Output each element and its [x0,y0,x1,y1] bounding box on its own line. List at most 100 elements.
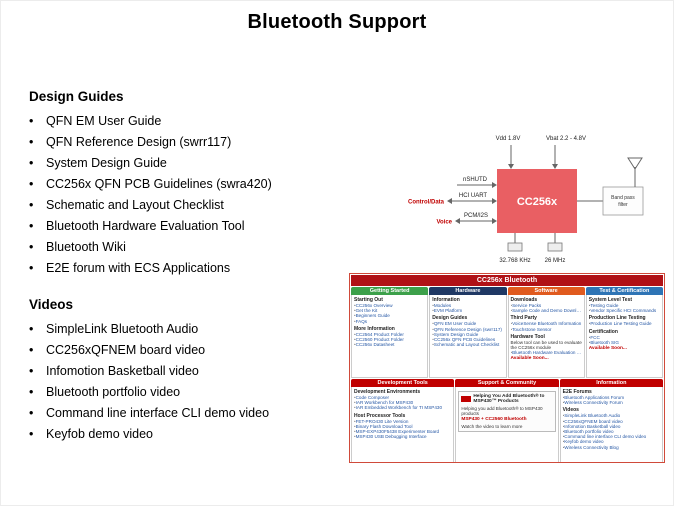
portal-link[interactable]: Touchstone Sensor [511,327,582,332]
portal-column-header: Support & Community [455,379,559,387]
supply-pins: Vdd 1.8V Vbat 2.2 - 4.8V [496,136,586,169]
design-guide-item-label: E2E forum with ECS Applications [46,261,231,275]
nshutd-label: nSHUTD [463,177,488,183]
design-guide-item: •Bluetooth Wiki [29,237,349,258]
design-guide-item: • QFN Reference Design (swrr117) [29,132,349,153]
community-card-highlight: MSP430 + CC2560 Bluetooth [461,417,527,423]
portal-section-title: Videos [562,407,579,414]
design-guide-item: •QFN EM User Guide [29,111,349,132]
design-guide-item: •CC256x QFN PCB Guidelines (swra420) [29,174,349,195]
portal-section-title: Third Party [510,315,537,322]
pcm-i2s-bus: PCM/I2S Voice [436,213,497,226]
video-item: •Command line interface CLI demo video [29,403,349,424]
voice-label: Voice [436,220,452,226]
portal-link[interactable]: Bluetooth SIG [589,340,660,345]
portal-link[interactable]: VoiceSense Bluetooth Information [511,321,582,326]
video-item-label: CC256xQFNEM board video [46,343,206,357]
portal-column-header: Getting Started [351,287,429,295]
portal-section-note: Available Soon... [588,346,627,352]
portal-link[interactable]: Bluetooth Hardware Evaluation Tool [511,350,582,355]
bandpass-label-2: filter [618,202,628,208]
design-guide-item: •Schematic and Layout Checklist [29,195,349,216]
cc256x-chip [497,169,577,233]
video-item-label: SimpleLink Bluetooth Audio [46,322,199,336]
design-guides-heading: Design Guides [29,89,124,104]
cc256x-chip-label: CC256x [517,196,558,208]
community-card-header: Helping You Add Bluetooth® to MSP430™ Pr… [461,394,552,405]
portal-link[interactable]: Sample Code and Demo Downloads [511,308,582,313]
videos-heading: Videos [29,297,74,312]
portal-section-text: Below tool can be used to evaluate the C… [510,339,582,351]
cc256x-block-diagram: Vdd 1.8V Vbat 2.2 - 4.8V CC256x nSHUTD H… [408,136,644,264]
portal-link[interactable]: Wireless Connectivity Forum [563,400,660,405]
bullet-icon: • [29,385,34,399]
crystals: 32.768 KHz 26 MHz [499,233,565,264]
bullet-icon: • [29,261,34,275]
video-item: •Bluetooth portfolio video [29,382,349,403]
design-guide-item-label: Bluetooth Hardware Evaluation Tool [46,219,245,233]
video-item-label: Infomotion Basketball video [46,364,199,378]
design-guides-list: •QFN EM User Guide • QFN Reference Design … [29,111,349,279]
portal-column-header: Test & Certification [585,287,663,295]
portal-column-body: Starting OutCC256x OverviewGet the KitBe… [351,295,429,378]
bullet-icon: • [29,322,34,336]
community-card-line: Helping you add Bluetooth® to MSP430 pro… [461,405,543,417]
hci-uart-label: HCI UART [459,193,488,199]
hci-uart-bus: HCI UART Control/Data [408,193,497,206]
portal-column-body: Development EnvironmentsCode ComposerIAR… [351,387,455,462]
rf-path: Band pass filter [577,157,644,216]
portal-link[interactable]: IAR Embedded Workbench for TI MSP430 [354,405,451,410]
portal-link[interactable]: EVM Platform [432,308,503,313]
bullet-icon: • [29,135,34,149]
portal-section-title: Design Guides [432,315,468,322]
community-card-line: Watch the video to learn more [461,423,523,429]
portal-link[interactable]: CC256x Datasheet [354,342,425,347]
video-item: • Infomotion Basketball video [29,361,349,382]
portal-link[interactable]: FAQs [354,319,425,324]
portal-section-note: Available Soon... [510,356,549,362]
portal-section-title: E2E Forums [562,389,592,395]
video-item: •Keyfob demo video [29,424,349,445]
bullet-icon: • [29,156,34,170]
pcm-label: PCM/I2S [464,213,488,219]
portal-link[interactable]: Wireless Connectivity Blog [563,445,660,450]
xtal2-label: 26 MHz [545,258,566,264]
crystal-26mhz-icon [547,242,563,252]
left-content: Design Guides •QFN EM User Guide • QFN Ref… [29,89,349,445]
control-data-label: Control/Data [408,200,445,206]
portal-link[interactable]: Vendor Specific HCI Commands [589,308,660,313]
page-title: Bluetooth Support [247,11,427,33]
bullet-icon: • [29,343,34,357]
portal-column-header: Development Tools [351,379,455,387]
design-guide-item: • E2E forum with ECS Applications [29,258,349,279]
design-guide-item: • System Design Guide [29,153,349,174]
design-guide-item-label: QFN Reference Design (swrr117) [46,135,232,149]
design-guide-item-label: System Design Guide [46,156,167,170]
portal-section-title: Hardware Tool [510,333,545,340]
portal-section-title: Certification [588,328,618,335]
bullet-icon: • [29,240,34,254]
portal-link[interactable]: Schematic and Layout Checklist [432,342,503,347]
portal-section-title: Host Processor Tools [354,412,406,419]
portal-section-title: System Level Test [588,297,633,303]
bullet-icon: • [29,177,34,191]
community-promo-card: Helping You Add Bluetooth® to MSP430™ Pr… [458,391,556,432]
antenna-icon [627,157,643,170]
portal-link[interactable]: Production Line Testing Guide [589,321,660,326]
ti-logo [461,396,472,403]
vdd-label: Vdd 1.8V [496,136,521,142]
video-item: • SimpleLink Bluetooth Audio [29,319,349,340]
bullet-icon: • [29,406,34,420]
portal-column-body: E2E ForumsBluetooth Applications ForumWi… [559,387,663,462]
bullet-icon: • [29,364,34,378]
portal-link[interactable]: MSP430 USB Debugging Interface [354,434,451,439]
portal-section-title: Production Line Testing [588,315,646,322]
portal-section-title: Information [432,297,460,303]
